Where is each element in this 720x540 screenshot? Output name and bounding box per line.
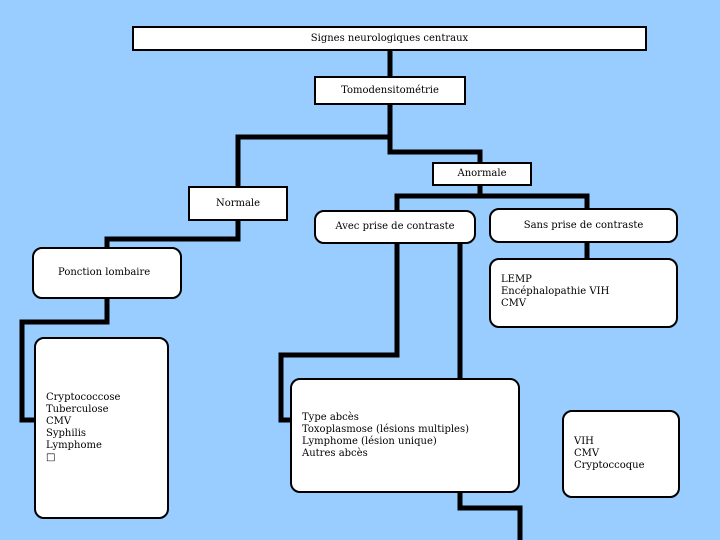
connector-ct-normal [235, 102, 393, 189]
lp-cause-item: □ [46, 452, 56, 463]
normal-label: Normale [215, 197, 261, 209]
lumbar-puncture-node: Ponction lombaire [32, 247, 182, 299]
no-contrast-cause-item: Encéphalopathie VIH [501, 286, 610, 297]
lp-cause-item: Syphilis [46, 428, 87, 439]
normal-node: Normale [188, 186, 288, 221]
ct-node: Tomodensitométrie [314, 76, 466, 105]
no-contrast-causes-node: LEMP Encéphalopathie VIH CMV [489, 258, 678, 328]
no-contrast-cause-item: LEMP [501, 274, 532, 285]
connector-ct-abnormal [387, 102, 483, 165]
with-contrast-node: Avec prise de contraste [314, 210, 476, 244]
abnormal-node: Anormale [432, 162, 532, 186]
lp-cause-item: Cryptococcose [46, 392, 121, 403]
connector-abnormal-without [477, 183, 590, 211]
contrast-causes-node: Type abcès Toxoplasmose (lésions multipl… [290, 378, 520, 493]
abnormal-label: Anormale [457, 168, 507, 179]
contrast-cause-item: Autres abcès [302, 447, 368, 459]
lp-cause-item: Lymphome [46, 440, 102, 451]
other-cause-item: Cryptoccoque [574, 460, 645, 471]
no-contrast-cause-item: CMV [501, 298, 527, 309]
lumbar-puncture-label: Ponction lombaire [58, 267, 151, 278]
lp-causes-node: Cryptococcose Tuberculose CMV Syphilis L… [34, 337, 169, 519]
connector-with-causes [278, 241, 400, 423]
contrast-cause-item: Toxoplasmose (lésions multiples) [302, 423, 470, 435]
with-contrast-label: Avec prise de contraste [335, 221, 455, 232]
without-contrast-label: Sans prise de contraste [523, 220, 644, 231]
other-cause-item: VIH [574, 436, 594, 447]
lp-cause-item: CMV [46, 416, 72, 427]
connector-with-bottom [457, 241, 523, 540]
connector-lp-causes [19, 296, 110, 423]
contrast-cause-item: Type abcès [302, 411, 359, 423]
contrast-cause-item: Lymphome (lésion unique) [302, 435, 437, 447]
lp-cause-item: Tuberculose [46, 404, 109, 415]
connector-abnormal-with [394, 183, 483, 213]
other-causes-node: VIH CMV Cryptoccoque [562, 410, 680, 498]
connector-normal-lp [104, 218, 241, 250]
root-label: Signes neurologiques centraux [310, 32, 469, 44]
root-node: Signes neurologiques centraux [132, 26, 647, 51]
without-contrast-node: Sans prise de contraste [489, 208, 678, 243]
ct-label: Tomodensitométrie [341, 84, 439, 96]
other-cause-item: CMV [574, 448, 600, 459]
